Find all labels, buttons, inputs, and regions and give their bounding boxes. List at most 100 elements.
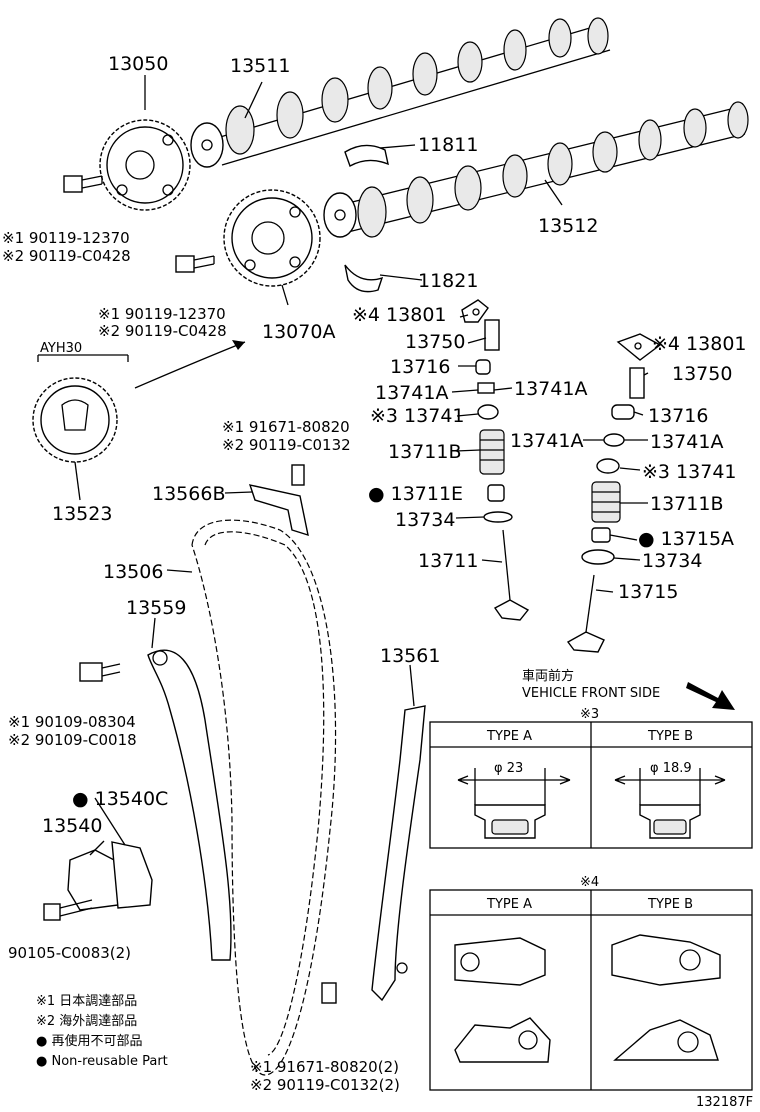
- label-bolt3a: ※1 91671-80820: [222, 418, 350, 436]
- legend-non-reusable-jp: ● 再使用不可部品: [36, 1033, 142, 1049]
- label-13711B-left: 13711B: [388, 441, 461, 463]
- label-13561: 13561: [380, 645, 440, 667]
- label-13506: 13506: [103, 561, 163, 583]
- chain-guide-13566B[interactable]: [248, 484, 309, 537]
- label-bolt6b: ※2 90119-C0132(2): [250, 1076, 400, 1094]
- label-13716-left: 13716: [390, 356, 450, 378]
- label-13741A-right-2: 13741A: [650, 431, 723, 453]
- washer-13734-left[interactable]: [483, 511, 513, 523]
- detail-box-type3: [429, 721, 753, 849]
- label-13540C: ● 13540C: [72, 788, 168, 810]
- label-13801-left: ※4 13801: [352, 304, 447, 326]
- part-labels: 13050 13511 11811 13512 ※1 90119-12370 ※…: [2, 53, 753, 1110]
- label-bolt2a: ※1 90119-12370: [98, 305, 226, 323]
- label-13741-left: ※3 13741: [370, 405, 465, 427]
- valve-spring-13711B-right[interactable]: [591, 481, 621, 523]
- bolt-90119-lower[interactable]: [175, 255, 215, 273]
- valve-seat-13741-left[interactable]: [477, 404, 499, 420]
- lash-adjuster-13750-left[interactable]: [484, 319, 500, 351]
- valve-13715[interactable]: [566, 574, 605, 653]
- label-13711B-right: 13711B: [650, 493, 723, 515]
- label-11821: 11821: [418, 270, 478, 292]
- label-bolt4b: ※2 90109-C0018: [8, 731, 137, 749]
- bolt-90105[interactable]: [43, 899, 93, 921]
- label-bolt3b: ※2 90119-C0132: [222, 436, 351, 454]
- rocker-arm-13801-right[interactable]: [616, 333, 662, 361]
- label-13734-left: 13734: [395, 509, 455, 531]
- label-13511: 13511: [230, 55, 290, 77]
- label-13715A: ● 13715A: [638, 528, 734, 550]
- label-bolt4a: ※1 90109-08304: [8, 713, 136, 731]
- flow-arrowhead: [232, 340, 245, 350]
- detail-box-type4: [429, 889, 753, 1091]
- legend-non-reusable-en: ● Non-reusable Part: [36, 1054, 168, 1069]
- chain-tensioner-13540[interactable]: [67, 841, 153, 911]
- rocker-arm-13801-left[interactable]: [461, 299, 489, 323]
- label-13750-right: 13750: [672, 363, 732, 385]
- label-13566B: 13566B: [152, 483, 225, 505]
- label-ayh30: AYH30: [40, 341, 82, 356]
- valve-keeper-13741A-left[interactable]: [477, 382, 495, 394]
- ayh30-bracket: [37, 354, 129, 362]
- bolt-91671-guide[interactable]: [291, 464, 305, 486]
- bolt-90109[interactable]: [79, 662, 121, 682]
- valve-retainer-13716-right[interactable]: [611, 404, 635, 420]
- flow-arrow: [134, 341, 246, 389]
- bolt-91671-lower[interactable]: [321, 982, 337, 1004]
- label-13715: 13715: [618, 581, 678, 603]
- camshaft-13512[interactable]: [323, 101, 749, 238]
- bearing-11821[interactable]: [344, 264, 384, 293]
- valve-keeper-13741A-right[interactable]: [603, 433, 625, 447]
- box4-type-b: TYPE B: [647, 897, 693, 912]
- label-13540: 13540: [42, 815, 102, 837]
- rocker-type-b-drawing: [611, 934, 721, 1061]
- label-13523: 13523: [52, 503, 112, 525]
- washer-13734-right[interactable]: [581, 549, 615, 565]
- label-13741A-left-1: 13741A: [375, 382, 448, 404]
- chain-guide-13561[interactable]: [371, 705, 426, 1002]
- label-13070A: 13070A: [262, 321, 335, 343]
- valve-13711[interactable]: [493, 529, 530, 621]
- label-diagram-id: 132187F: [696, 1095, 753, 1110]
- vehicle-front-arrow: [686, 682, 735, 710]
- label-13711: 13711: [418, 550, 478, 572]
- label-13741A-left-2: 13741A: [514, 378, 587, 400]
- label-13741-right: ※3 13741: [642, 461, 737, 483]
- label-bolt6a: ※1 91671-80820(2): [250, 1058, 399, 1076]
- bearing-11811[interactable]: [344, 144, 389, 168]
- label-11811: 11811: [418, 134, 478, 156]
- leader-lines: [74, 75, 649, 856]
- label-front-en: VEHICLE FRONT SIDE: [522, 686, 660, 701]
- valve-seal-13711E[interactable]: [487, 484, 505, 502]
- valve-seal-13715A[interactable]: [591, 527, 611, 543]
- label-13050: 13050: [108, 53, 168, 75]
- valve-seat-13741-right[interactable]: [596, 458, 620, 474]
- legend-overseas-procured: ※2 海外調達部品: [36, 1014, 137, 1029]
- timing-chain-13506[interactable]: [191, 519, 337, 1076]
- label-13512: 13512: [538, 215, 598, 237]
- label-13734-right: 13734: [642, 550, 702, 572]
- cam-timing-gear-13070A[interactable]: [223, 189, 321, 287]
- label-bolt5: 90105-C0083(2): [8, 944, 131, 962]
- seat-type-b-drawing: [614, 768, 726, 839]
- tensioner-arm-13559[interactable]: [147, 649, 232, 961]
- seat-type-a-drawing: [457, 768, 571, 839]
- crank-sprocket-13523[interactable]: [32, 377, 118, 463]
- cam-timing-gear-13050[interactable]: [99, 119, 191, 211]
- box3-dim-b: φ 18.9: [650, 761, 692, 776]
- legend-jp-procured: ※1 日本調達部品: [36, 994, 137, 1009]
- camshaft-13511[interactable]: [190, 17, 611, 168]
- valve-spring-13711B-left[interactable]: [479, 429, 505, 475]
- label-13711E: ● 13711E: [368, 483, 463, 505]
- bolt-90119-upper[interactable]: [63, 175, 103, 193]
- lash-adjuster-13750-right[interactable]: [629, 367, 645, 399]
- rocker-type-a-drawing: [454, 937, 551, 1063]
- box4-mark: ※4: [580, 875, 599, 890]
- box4-type-a: TYPE A: [486, 897, 532, 912]
- valve-retainer-13716-left[interactable]: [475, 359, 491, 375]
- box3-type-a: TYPE A: [486, 729, 532, 744]
- label-13559: 13559: [126, 597, 186, 619]
- label-front-jp: 車両前方: [522, 668, 574, 684]
- label-13801-right: ※4 13801: [652, 333, 747, 355]
